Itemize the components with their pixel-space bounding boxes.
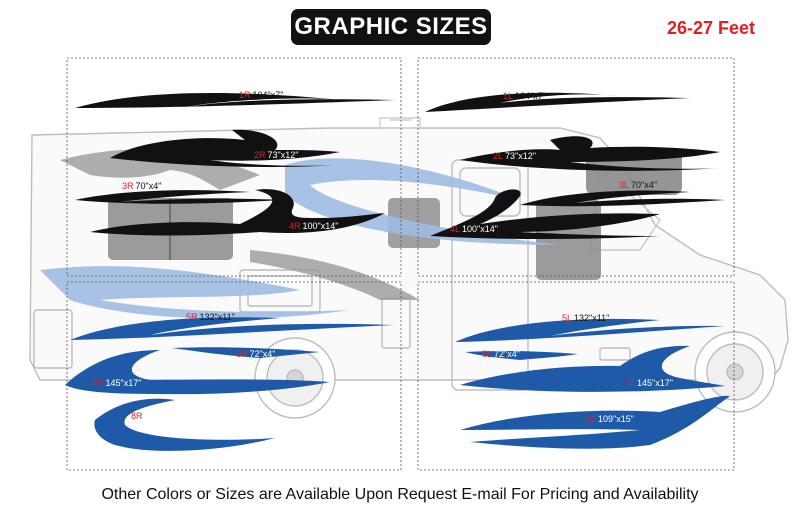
decal-2l-shape [460, 136, 720, 171]
decal-7r-shape [65, 350, 330, 395]
decal-2r-shape [110, 129, 340, 168]
decal-6l-shape [465, 350, 578, 360]
decal-1r-shape [75, 93, 395, 108]
decal-4r-shape [90, 189, 385, 236]
decal-7l-shape [460, 345, 725, 392]
decal-3l-shape [520, 190, 725, 207]
decal-6r-shape [172, 347, 320, 358]
decal-3r-shape [75, 190, 285, 204]
decal-5r-shape [70, 317, 395, 340]
decal-8l-shape [460, 395, 730, 449]
size-boxes [66, 57, 735, 471]
page-title: GRAPHIC SIZES [291, 9, 491, 45]
decal-8r-shape [94, 398, 275, 451]
decal-5l-shape [455, 318, 725, 342]
size-range-label: 26-27 Feet [666, 18, 756, 38]
decal-4l-shape [430, 189, 660, 239]
availability-note: Other Colors or Sizes are Available Upon… [101, 486, 699, 503]
decal-1l-shape [425, 92, 690, 112]
